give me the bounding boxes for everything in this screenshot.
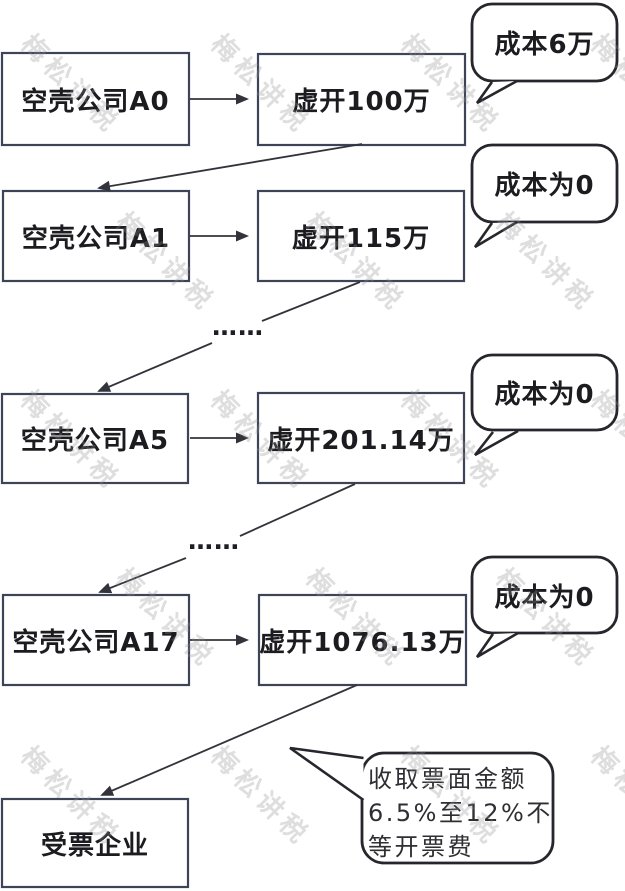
- invoice-label-row4: 虚开1076.13万: [259, 627, 466, 658]
- arrow-row2-to-a5: [97, 342, 213, 392]
- invoice-box-row3: [256, 391, 466, 485]
- company-box-a17: [1, 593, 191, 687]
- arrow-row2-upper-segment: [261, 281, 361, 322]
- fee-note-line1: 收取票面金额: [368, 765, 527, 793]
- cost-note-2: 成本为0: [494, 171, 595, 201]
- company-label-a0: 空壳公司A0: [21, 86, 170, 117]
- fee-note: 收取票面金额 6.5%至12%不 等开票费: [368, 762, 553, 864]
- invoice-label-row3: 虚开201.14万: [267, 425, 455, 456]
- company-box-a5: [0, 392, 190, 485]
- cost-bubble-1: [470, 2, 619, 83]
- cost-note-4: 成本为0: [494, 582, 595, 613]
- bubble-tail-1: [475, 79, 518, 105]
- invoice-label-row2: 虚开115万: [291, 223, 431, 254]
- ellipsis-dots-1: ……: [212, 312, 264, 341]
- arrow-row4-to-receiver: [100, 684, 358, 796]
- cost-note-3: 成本为0: [494, 380, 595, 410]
- arrow-row1-to-a1: [97, 143, 363, 192]
- bubble-tail-5: [289, 746, 365, 802]
- cost-bubble-3: [470, 353, 619, 432]
- ellipsis-dots-2: ……: [188, 526, 240, 555]
- invoice-box-row1: [256, 52, 467, 147]
- company-box-a1: [1, 189, 191, 283]
- bubble-tail-2: [473, 220, 518, 249]
- fee-note-line2: 6.5%至12%不: [368, 799, 553, 827]
- fee-bubble: [360, 751, 555, 865]
- company-box-a0: [0, 51, 191, 147]
- arrow-row3-upper-segment: [239, 483, 356, 537]
- bubble-tail-3: [473, 429, 519, 457]
- arrow-row3-to-a17: [98, 557, 187, 594]
- invoice-label-row1: 虚开100万: [292, 87, 431, 117]
- cost-note-1: 成本6万: [494, 30, 595, 60]
- invoice-box-row2: [256, 189, 466, 283]
- bubble-tail-4: [475, 631, 519, 659]
- company-label-a1: 空壳公司A1: [21, 223, 171, 254]
- company-label-a17: 空壳公司A17: [12, 627, 180, 658]
- fee-note-line3: 等开票费: [368, 833, 474, 861]
- company-label-a5: 空壳公司A5: [20, 426, 170, 456]
- receiver-box: [0, 797, 190, 889]
- cost-bubble-2: [470, 143, 619, 224]
- receiver-label: 受票企业: [40, 830, 149, 861]
- invoice-box-row4: [257, 593, 468, 687]
- cost-bubble-4: [470, 555, 619, 635]
